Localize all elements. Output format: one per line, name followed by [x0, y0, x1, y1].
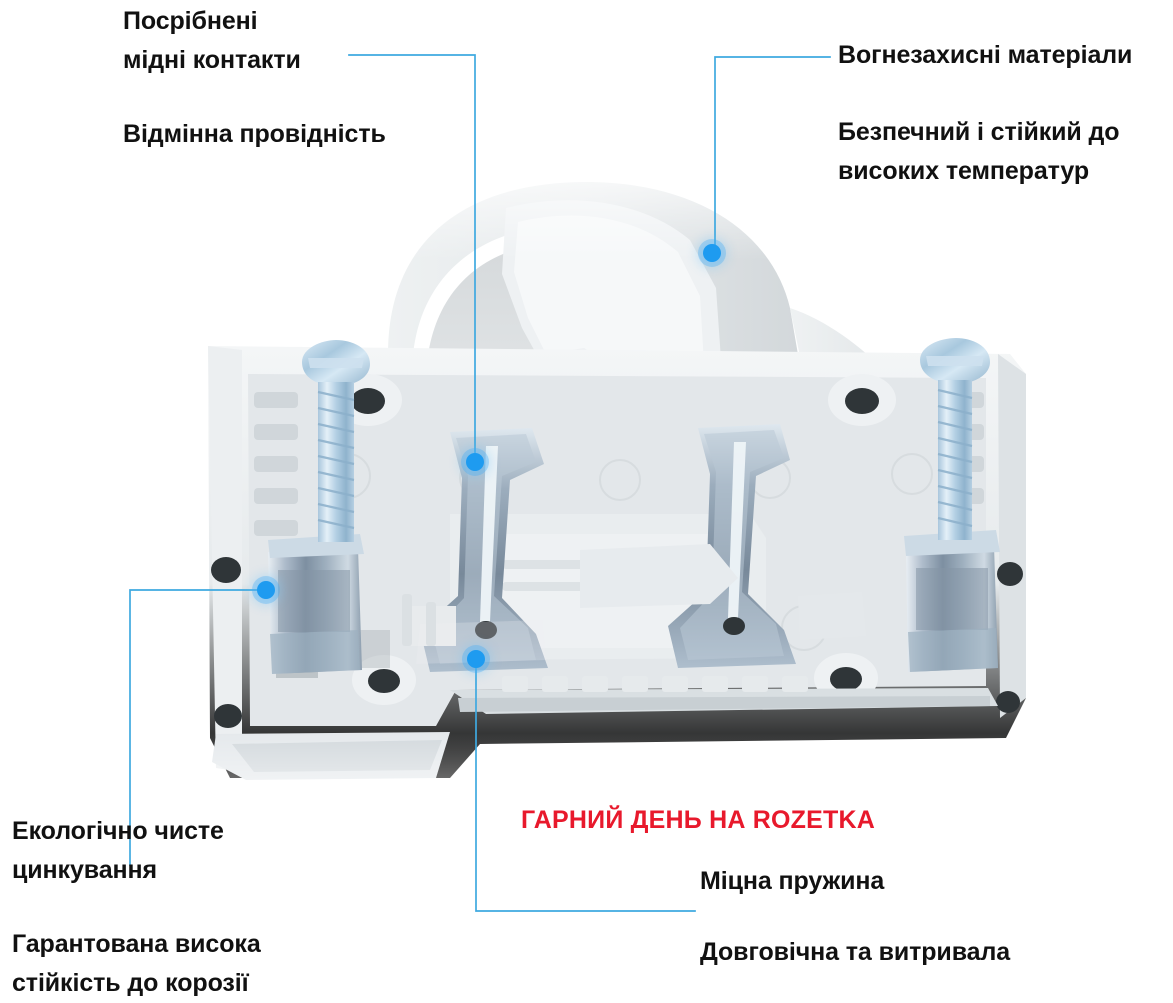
callout-durable-and-enduring: Довговічна та витривала: [700, 938, 1011, 966]
hotspot-spring-dot[interactable]: [467, 650, 485, 668]
callout-silver-plated-copper-contacts: Посрібнені мідні контакти: [123, 7, 301, 74]
callout-fireproof-materials: Вогнезахисні матеріали: [838, 41, 1133, 69]
hotspot-contacts-dot[interactable]: [466, 453, 484, 471]
hotspot-zinc-dot[interactable]: [257, 581, 275, 599]
product-image-terminal-block: [150, 178, 1030, 798]
callout-strong-spring: Міцна пружина: [700, 867, 885, 895]
hotspot-fireproof-dot[interactable]: [703, 244, 721, 262]
callout-eco-friendly-zinc-plating: Екологічно чисте цинкування: [12, 817, 224, 884]
callout-safe-high-temperature-resistant: Безпечний і стійкий до високих температу…: [838, 118, 1120, 185]
callout-guaranteed-corrosion-resistance: Гарантована висока стійкість до корозії: [12, 930, 261, 997]
rozetka-watermark: ГАРНИЙ ДЕНЬ НА ROZETKA: [521, 806, 875, 834]
callout-excellent-conductivity: Відмінна провідність: [123, 120, 386, 148]
